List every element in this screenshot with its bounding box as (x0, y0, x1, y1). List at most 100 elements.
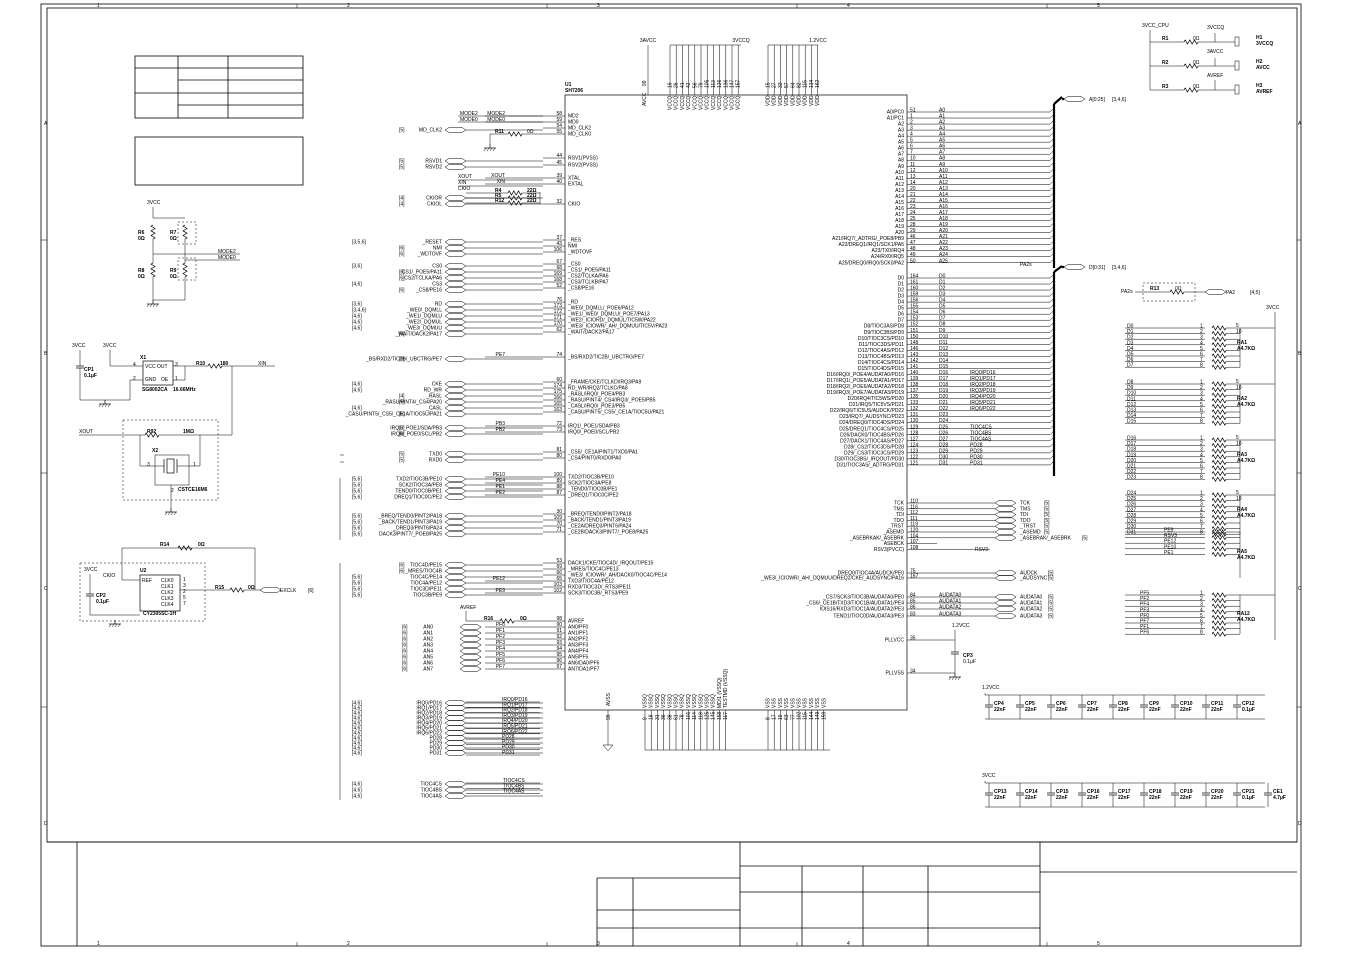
port-label: _WAIT/DACK2/PA17 (395, 332, 443, 338)
port-label: IRQ4/PD20 (416, 721, 442, 727)
net-label: TIOC4CS (503, 778, 525, 784)
pin-number: 84 (910, 593, 916, 599)
chip-pin-name: A19 (895, 224, 904, 230)
chip-pin-name: A9 (898, 164, 904, 170)
port-label: CKIOL (427, 202, 442, 208)
port-symbol (444, 740, 467, 746)
chip-pin-name: AVREF (568, 619, 584, 625)
pin-number: 34 (910, 669, 916, 675)
resistor-array-ra5 (1211, 551, 1227, 558)
chip-pin-name: SCK3/TIOC3B/_RTS3/PE9 (568, 591, 628, 597)
net-label: D15 (939, 364, 948, 370)
chip-pin-name: D17/IRQ1/_POE5/AUDATA1/PD17 (827, 378, 905, 384)
port-ref: [6] (402, 625, 408, 631)
resistor-r11 (507, 131, 523, 137)
part-ref: CP17 (1118, 789, 1131, 795)
port-label: _RASU/PINT4/_CS4/PA20 (382, 400, 443, 406)
pin-number: 145 (711, 711, 717, 720)
chip-pin-name: _BREQ/TEND0/PINT2/PA18 (567, 512, 632, 518)
chip-pin-name: _ASEBRKAK/_ASEBRK (849, 535, 905, 541)
chip-pin-number: 163 (554, 407, 563, 413)
port-symbol (444, 793, 467, 799)
border-row-label: D (44, 821, 48, 827)
pin-number: 6 (1200, 519, 1203, 525)
net-label: PF2 (496, 634, 505, 640)
power-net-label: 3VCCQ (732, 38, 749, 44)
net-label: D6 (939, 310, 946, 316)
part-value: 22nF (1211, 707, 1223, 713)
chip-pin-name: EXTAL (568, 182, 584, 188)
ground-hatch (107, 403, 111, 408)
port-ref: [5] (1044, 501, 1050, 507)
net-label: D0 (1127, 324, 1134, 330)
port-label: CKE (432, 382, 443, 388)
power-pin-name: VCCQ (699, 95, 705, 110)
part-ref: CP20 (1211, 789, 1224, 795)
port-symbol (994, 570, 1017, 576)
net-label: D27 (939, 436, 948, 442)
port-ref: [4,6] (352, 388, 362, 394)
chip-pin-name: MD_CLK2 (568, 126, 591, 132)
chip-pin-number: 76 (556, 297, 562, 303)
resistor-r5 (507, 195, 523, 201)
chip-pin-number: 88 (556, 484, 562, 490)
port-symbol (444, 710, 467, 716)
power-pin-name: VDD (772, 95, 778, 106)
port-symbol (444, 482, 467, 488)
resistor-r9 (182, 262, 188, 278)
resistor-array-ra1 (1211, 364, 1227, 370)
part-ref: CP21 (1242, 789, 1255, 795)
part-name: CY2305SC-1H (143, 611, 176, 617)
net-label: PE10 (1164, 544, 1176, 550)
net-label: MODE0 (487, 117, 505, 123)
pin-number: 133 (910, 400, 919, 406)
part-value: 0Ω (138, 236, 145, 242)
port-ref: [4,6] (352, 746, 362, 752)
resistor-array-ra1 (1211, 325, 1227, 331)
net-label: IRQ5/PD21 (970, 400, 996, 406)
port-label: AN0 (423, 625, 433, 631)
part-value: 22nF (1149, 707, 1161, 713)
part-ref: R1 (1162, 36, 1169, 42)
bus-label: D[0:31] (1089, 265, 1106, 271)
bus-label: A[0:25] (1089, 97, 1105, 103)
pin-number: 12 (910, 168, 916, 174)
static-frame (40, 3, 1302, 947)
pin-number: 3 (910, 126, 913, 132)
chip-pin-name: TCK (894, 501, 905, 507)
pin-number: 83 (910, 612, 916, 618)
resistor-r12 (507, 200, 523, 206)
chip-pin-number: 72 (556, 421, 562, 427)
net-label: PB2 (496, 427, 506, 433)
net-label: D28 (939, 442, 948, 448)
power-pin-name: VCCQ (686, 95, 692, 110)
border-col-label: 5 (1097, 941, 1100, 947)
port-ref: [6] (402, 631, 408, 637)
port-symbol (459, 624, 482, 630)
net-label: D17 (939, 376, 948, 382)
chip-pin-name: D19/IRQ3/_POE7/AUDATA3/PD19 (827, 390, 905, 396)
port-ref: [3,4,6] (352, 308, 367, 314)
net-label: AUDATA2 (939, 605, 962, 611)
pin-number: 5 (1200, 402, 1203, 408)
chip-pin-name: _CS3/TCLKB/PA7 (567, 280, 609, 286)
pin-number: 16 (668, 82, 674, 88)
ground-hatch (489, 147, 493, 152)
part-ref: X1 (140, 355, 146, 361)
pin-number: 25 (910, 216, 916, 222)
chip-pin-name: D10/TIOC3CS/PD10 (858, 336, 904, 342)
chip-pin-name: TDO (893, 518, 904, 524)
port-ref: [5,6] (352, 495, 362, 501)
pin-number: 10 (1236, 441, 1242, 447)
part-value: 22nF (1025, 795, 1037, 801)
border-col-label: 2 (347, 3, 350, 9)
part-ref: R6 (138, 230, 145, 236)
power-net-label: 3AVCC (1207, 49, 1224, 55)
pin-number: 78 (680, 714, 686, 720)
port-symbol (994, 511, 1017, 518)
chip-pin-name: TXD2/TIOC3B/PE10 (568, 475, 614, 481)
net-label: D30 (939, 454, 948, 460)
chip-pin-name: D7 (898, 318, 905, 324)
chip-pin-name: DACK1/CKE/TIOC4D/_IRQOUT/PE15 (568, 561, 654, 567)
chip-pin-name: D5 (898, 306, 905, 312)
